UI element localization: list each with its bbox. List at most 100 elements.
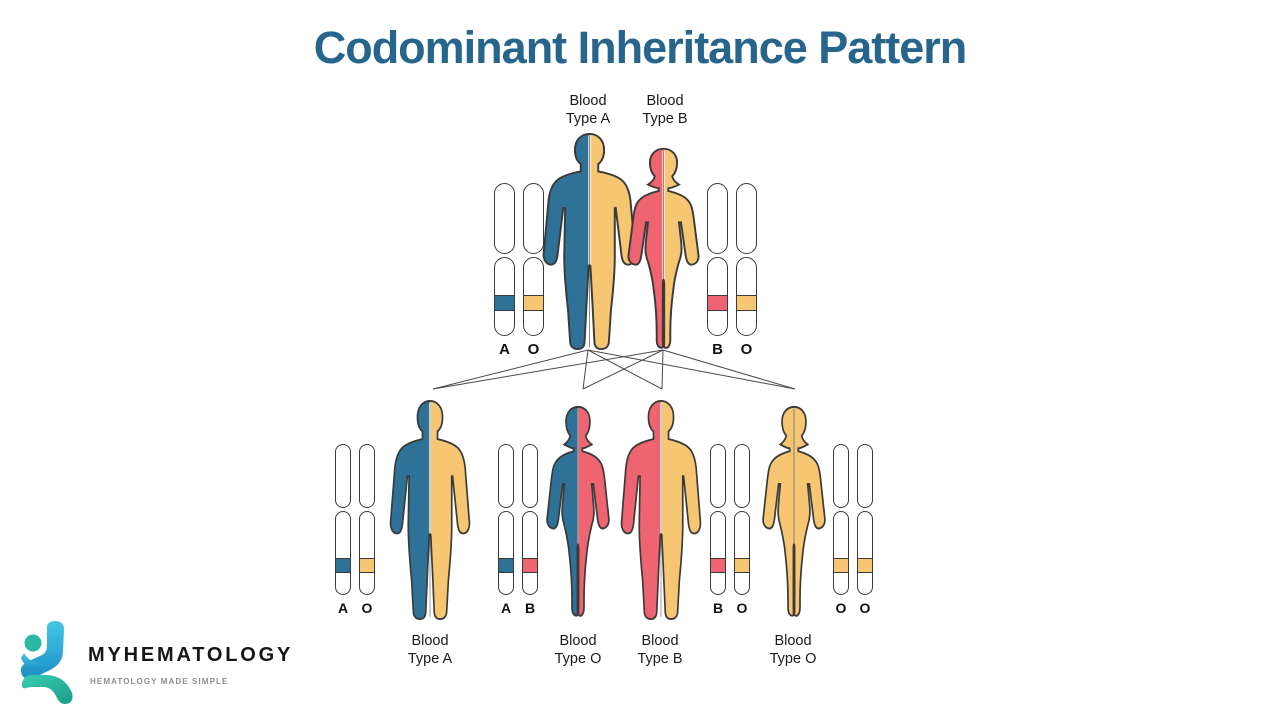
label-line: Type O <box>769 650 817 667</box>
inheritance-line <box>432 349 664 390</box>
allele-band <box>336 558 350 573</box>
father-blood-type-label: Blood Type A <box>538 93 638 128</box>
label-line: Type B <box>637 650 683 667</box>
logo-dot <box>24 634 42 652</box>
logo-blue-arc <box>21 653 43 671</box>
label-line: Type A <box>565 110 611 127</box>
child-1-chromosome-pair: A O <box>335 444 375 616</box>
child-4-blood-type-label: Blood Type O <box>743 633 843 668</box>
allele-letter: O <box>740 341 753 358</box>
brand-name: MYHEMATOLOGY <box>88 644 294 666</box>
chromosome <box>494 183 515 336</box>
chromosome-arm <box>736 257 757 336</box>
label-line: Blood <box>559 633 597 649</box>
inheritance-line <box>582 349 664 390</box>
allele-letter: B <box>712 341 723 358</box>
page-title: Codominant Inheritance Pattern <box>313 22 968 73</box>
chromosome <box>335 444 351 595</box>
brand-tagline: HEMATOLOGY MADE SIMPLE <box>90 677 229 686</box>
chromosome-arm <box>359 444 375 508</box>
chromosome-arm <box>335 511 351 595</box>
logo-blue-ribbon <box>20 621 64 680</box>
label-line: Blood <box>411 633 449 649</box>
chromosome-arm <box>734 444 750 508</box>
chromosome-arm <box>710 511 726 595</box>
myhematology-logo-mark <box>20 621 73 704</box>
label-line: Blood <box>774 633 812 649</box>
mother-chromosome-pair: B O <box>707 183 757 358</box>
chromosome <box>833 444 849 595</box>
child-3-blood-type-label: Blood Type B <box>610 633 710 668</box>
allele-band <box>708 295 727 311</box>
label-line: Blood <box>646 93 684 109</box>
chromosome-arm <box>522 444 538 508</box>
allele-letter: O <box>361 600 373 616</box>
label-line: Type O <box>554 650 602 667</box>
chromosome <box>522 444 538 595</box>
chromosome-arm <box>335 444 351 508</box>
label-line: Type B <box>642 110 688 127</box>
chromosome-arm <box>498 511 514 595</box>
chromosome <box>523 183 544 336</box>
child-2-blood-type-label: Blood Type O <box>528 633 628 668</box>
allele-band <box>524 295 543 311</box>
allele-letter: O <box>859 600 871 616</box>
allele-band <box>523 558 537 573</box>
child-2-chromosome-pair: A B <box>498 444 538 616</box>
allele-band <box>834 558 848 573</box>
allele-letter: O <box>736 600 748 616</box>
inheritance-line <box>587 349 663 390</box>
allele-band <box>735 558 749 573</box>
allele-band <box>499 558 513 573</box>
mother-blood-type-label: Blood Type B <box>615 93 715 128</box>
allele-letter: O <box>527 341 540 358</box>
mother-figure <box>627 147 700 349</box>
allele-band <box>858 558 872 573</box>
inheritance-line <box>582 349 589 390</box>
chromosome <box>736 183 757 336</box>
allele-letter: B <box>712 600 724 616</box>
allele-letter: A <box>500 600 512 616</box>
child-2-figure <box>546 405 610 617</box>
father-chromosome-pair: A O <box>494 183 544 358</box>
chromosome-arm <box>736 183 757 254</box>
child-4-figure <box>762 405 826 617</box>
allele-band <box>737 295 756 311</box>
chromosome-arm <box>494 183 515 254</box>
label-line: Type A <box>407 650 453 667</box>
logo-teal-ribbon <box>22 675 73 704</box>
allele-band <box>360 558 374 573</box>
chromosome-arm <box>523 183 544 254</box>
chromosome-arm <box>523 257 544 336</box>
chromosome-arm <box>498 444 514 508</box>
child-1-blood-type-label: Blood Type A <box>380 633 480 668</box>
label-line: Blood <box>641 633 679 649</box>
chromosome <box>710 444 726 595</box>
chromosome-arm <box>707 257 728 336</box>
father-figure <box>542 132 637 351</box>
chromosome-arm <box>359 511 375 595</box>
inheritance-line <box>661 349 664 390</box>
allele-letter: B <box>524 600 536 616</box>
chromosome-arm <box>734 511 750 595</box>
chromosome <box>707 183 728 336</box>
chromosome <box>734 444 750 595</box>
chromosome <box>857 444 873 595</box>
chromosome-arm <box>707 183 728 254</box>
label-line: Blood <box>569 93 607 109</box>
chromosome-arm <box>857 511 873 595</box>
allele-band <box>711 558 725 573</box>
allele-letter: A <box>337 600 349 616</box>
chromosome <box>359 444 375 595</box>
child-3-figure <box>620 399 702 621</box>
child-4-chromosome-pair: O O <box>833 444 873 616</box>
chromosome-arm <box>833 444 849 508</box>
child-1-figure <box>389 399 471 621</box>
allele-band <box>495 295 514 311</box>
allele-letter: O <box>835 600 847 616</box>
chromosome-arm <box>710 444 726 508</box>
chromosome-arm <box>857 444 873 508</box>
child-3-chromosome-pair: B O <box>710 444 750 616</box>
inheritance-line <box>587 349 796 390</box>
